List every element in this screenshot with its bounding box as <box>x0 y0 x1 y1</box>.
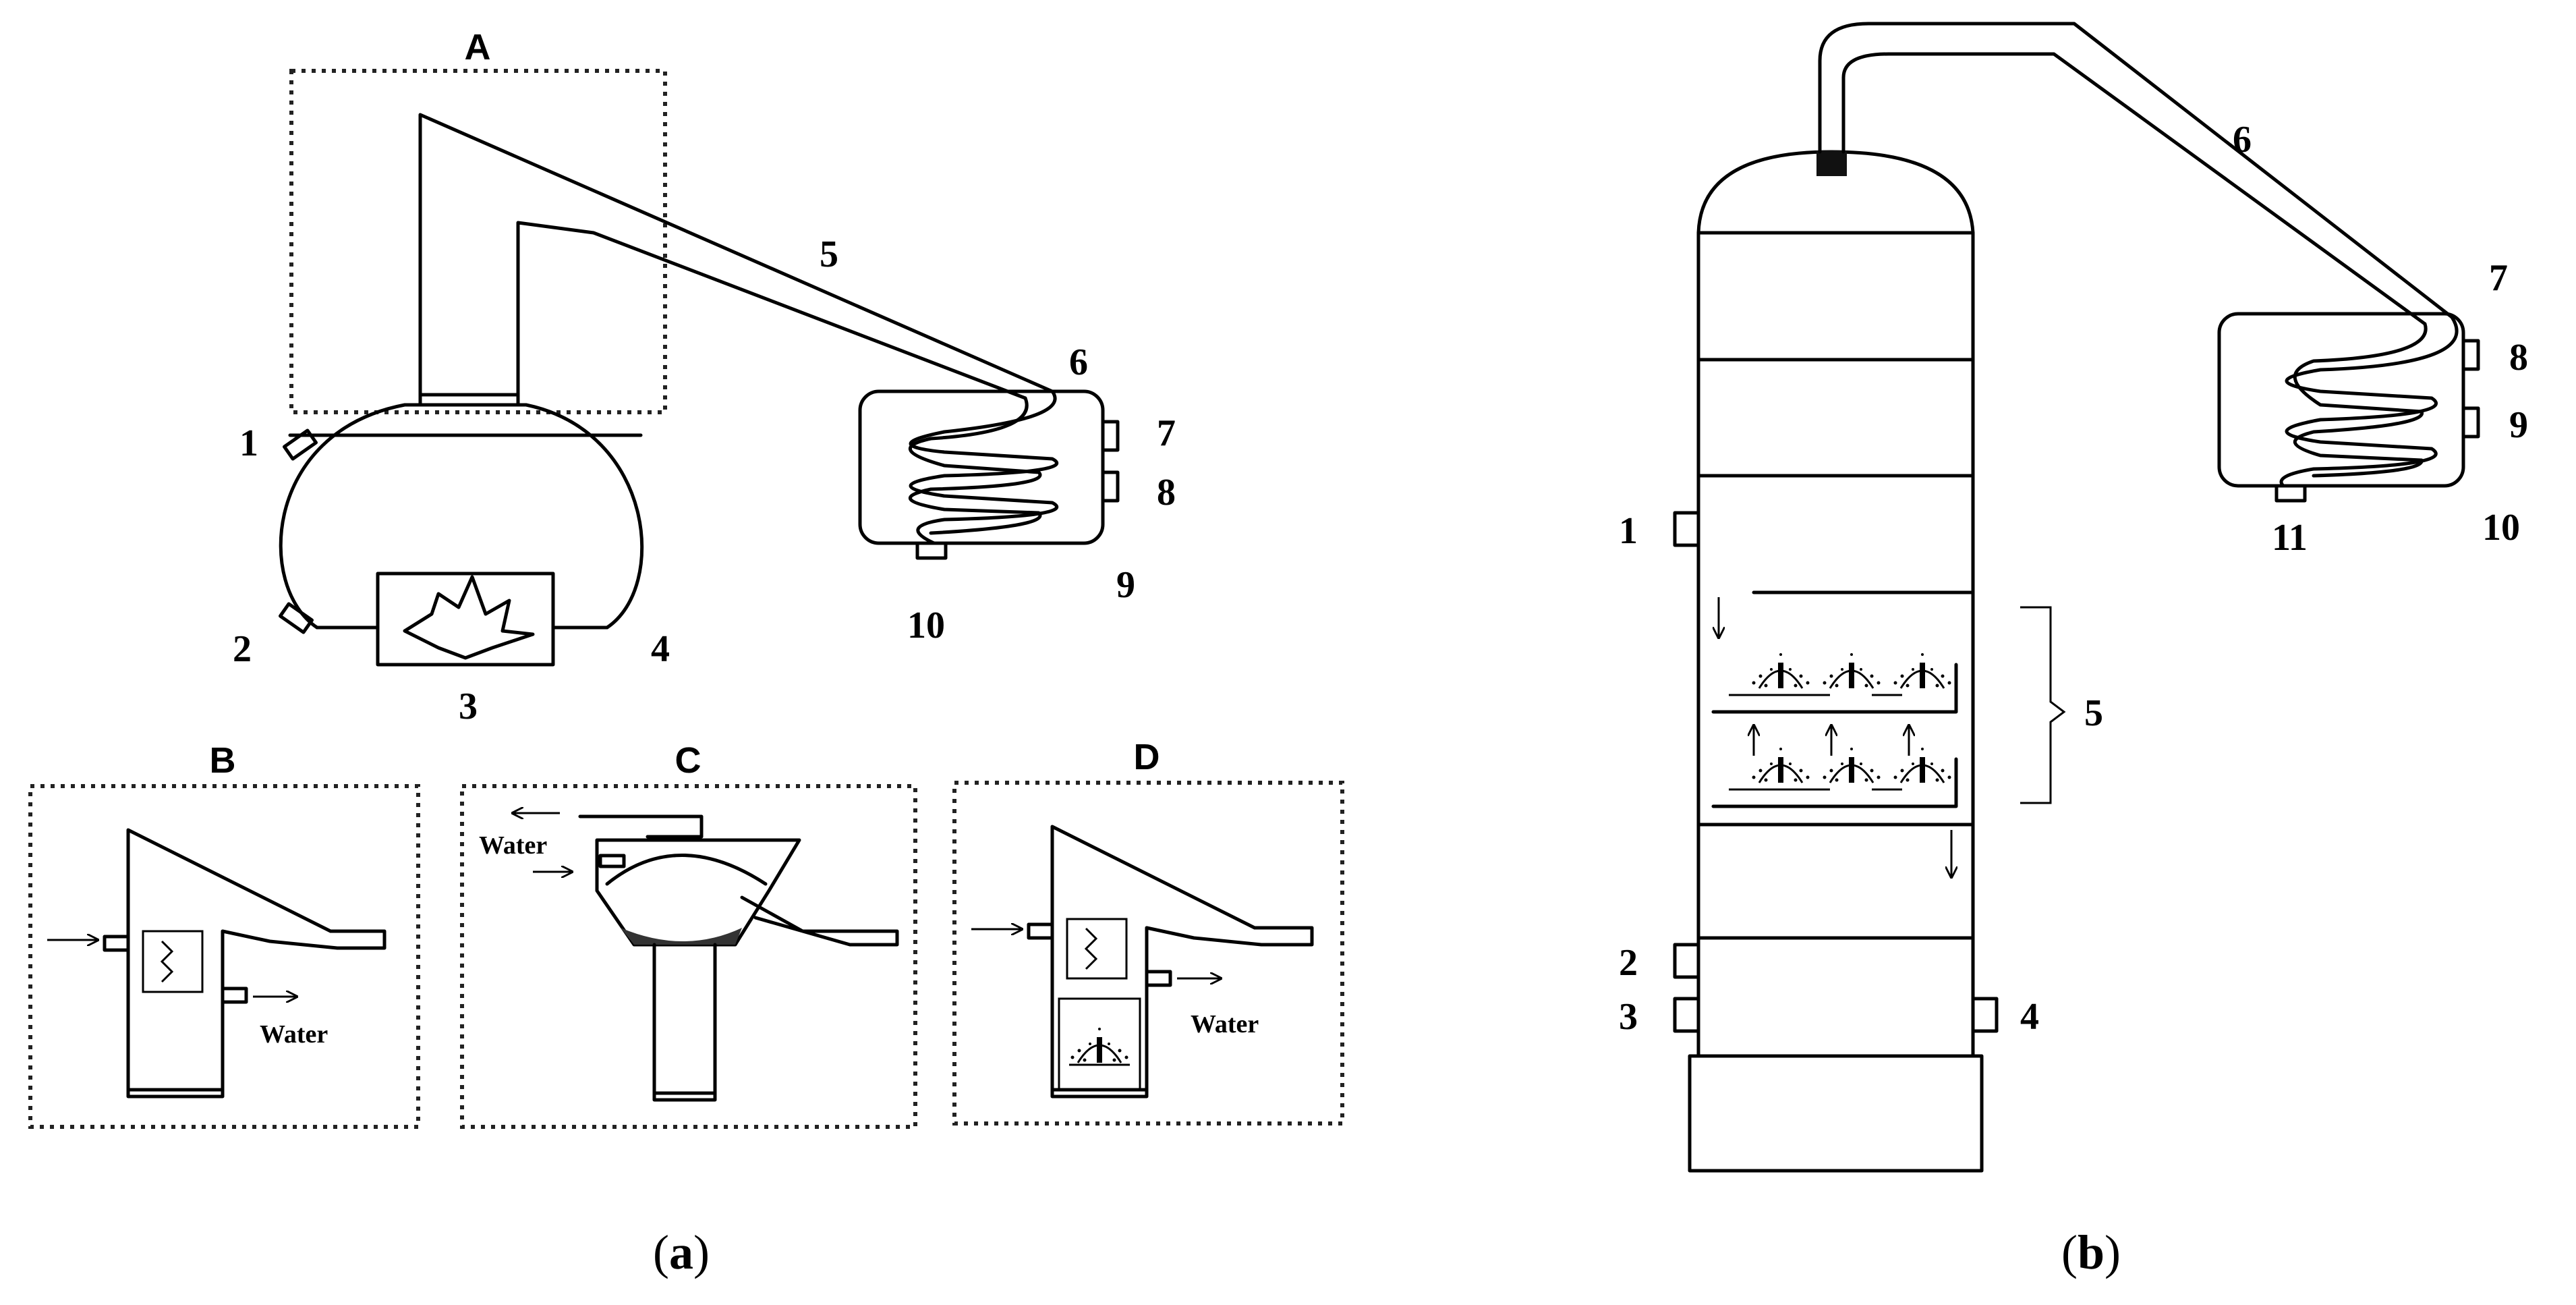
label-b-1: 1 <box>1619 510 1638 552</box>
label-a-4: 4 <box>651 628 670 670</box>
label-b-7: 7 <box>2489 257 2508 299</box>
pot-still <box>278 113 1054 667</box>
label-a-1: 1 <box>239 422 258 464</box>
panel-b: 1 2 3 4 5 6 7 8 9 10 11 (b) <box>1619 22 2528 1279</box>
caption-a: (a) <box>653 1225 710 1279</box>
label-b-10: 10 <box>2482 507 2520 549</box>
vapour-pipe <box>1816 22 2454 326</box>
label-b-9: 9 <box>2509 404 2528 446</box>
label-a-5: 5 <box>820 233 838 275</box>
inset-b-label: B <box>210 740 236 781</box>
flame-icon <box>403 575 535 660</box>
label-a-3: 3 <box>459 686 478 727</box>
label-b-11: 11 <box>2272 517 2308 559</box>
condenser-a <box>858 389 1120 560</box>
label-a-8: 8 <box>1157 472 1176 513</box>
panel-a: A 1 2 3 <box>28 27 1344 1279</box>
label-a-7: 7 <box>1157 412 1176 454</box>
label-a-9: 9 <box>1116 564 1135 606</box>
label-a-2: 2 <box>233 628 252 670</box>
label-b-8: 8 <box>2509 337 2528 379</box>
label-b-2: 2 <box>1619 942 1638 984</box>
label-a-10: 10 <box>907 605 945 646</box>
label-b-6: 6 <box>2233 119 2252 161</box>
firebox <box>376 572 555 667</box>
inset-a-box <box>289 69 667 414</box>
label-a-6: 6 <box>1069 341 1088 383</box>
condenser-b <box>2217 312 2480 503</box>
inset-d-water: Water <box>1191 1010 1259 1038</box>
label-b-4: 4 <box>2020 996 2039 1038</box>
inset-c: C Water <box>460 740 917 1129</box>
inset-a-label: A <box>465 27 491 67</box>
inset-c-label: C <box>675 740 702 781</box>
inset-d: D Water <box>952 737 1344 1126</box>
inset-b: B Water <box>28 740 420 1129</box>
inset-d-label: D <box>1134 737 1160 777</box>
label-b-3: 3 <box>1619 996 1638 1038</box>
label-b-5: 5 <box>2084 692 2103 734</box>
inset-c-water: Water <box>479 831 547 860</box>
inset-b-water: Water <box>260 1020 328 1049</box>
caption-b: (b) <box>2061 1225 2121 1279</box>
distillation-column <box>1673 150 2066 1173</box>
